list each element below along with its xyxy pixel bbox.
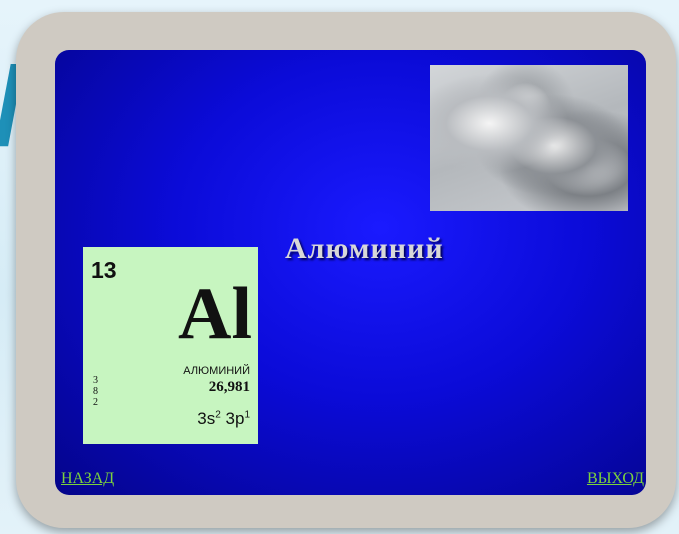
periodic-element-card: 13 Al АЛЮМИНИЙ 26,981 3 8 2 3s2 3p1 (83, 247, 258, 444)
atomic-number: 13 (91, 257, 117, 283)
electron-shells: 3 8 2 (93, 375, 103, 408)
config-p-exponent: 1 (244, 409, 250, 421)
atomic-mass: 26,981 (208, 379, 250, 395)
config-p-label: 3p (225, 409, 245, 428)
element-name: АЛЮМИНИЙ (183, 365, 250, 377)
slide-title: Алюминий (285, 232, 444, 265)
slide-canvas: Алюминий 13 Al АЛЮМИНИЙ 26,981 3 8 2 3s2… (55, 50, 646, 495)
electron-configuration: 3s2 3p1 (197, 409, 250, 429)
shell-value: 2 (93, 397, 98, 408)
aluminium-photo (430, 65, 628, 211)
back-link[interactable]: НАЗАД (61, 470, 115, 487)
config-s-exponent: 2 (215, 409, 221, 421)
shell-value: 8 (93, 386, 98, 397)
config-s-label: 3s (197, 409, 216, 428)
shell-value: 3 (93, 375, 98, 386)
exit-link[interactable]: ВЫХОД (586, 470, 644, 487)
element-symbol: Al (178, 273, 252, 355)
